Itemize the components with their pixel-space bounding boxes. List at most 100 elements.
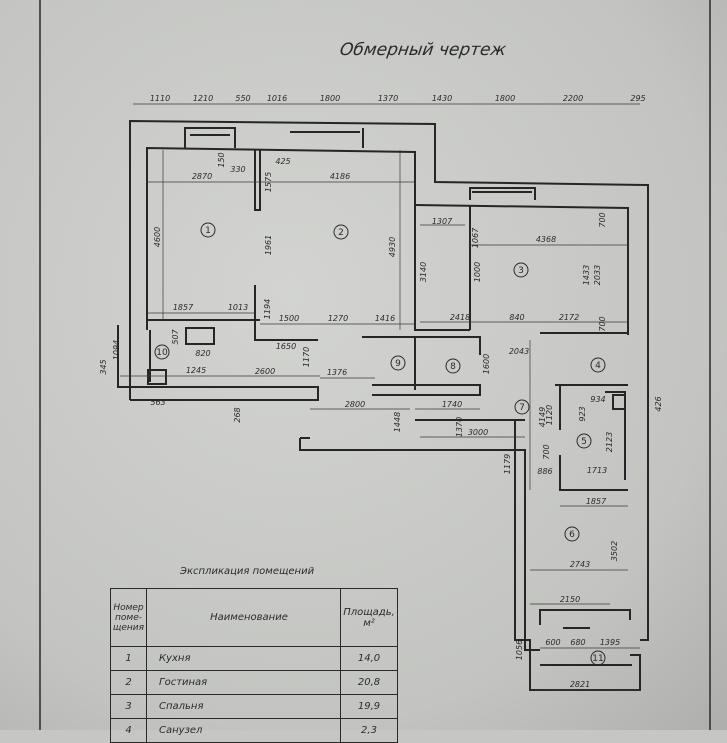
dimension-label: 2033 bbox=[593, 265, 602, 285]
cell-area: 2,3 bbox=[340, 718, 398, 743]
dimension-label: 2870 bbox=[192, 172, 212, 181]
dimension-label: 1448 bbox=[393, 412, 402, 432]
room-number-marker: 8 bbox=[445, 358, 461, 374]
explication-title: Экспликация помещений bbox=[180, 566, 315, 577]
cell-name: Гостиная bbox=[146, 670, 341, 695]
dimension-label: 700 bbox=[542, 444, 551, 459]
room-number: 9 bbox=[395, 359, 401, 369]
cell-name: Санузел bbox=[146, 718, 341, 743]
dimension-label: 1307 bbox=[432, 217, 453, 226]
dimension-label: 1170 bbox=[302, 347, 311, 367]
dimension-label: 1650 bbox=[276, 342, 296, 351]
dimension-label: 1067 bbox=[471, 227, 480, 248]
dimension-label: 2200 bbox=[563, 94, 583, 103]
room-number-marker: 11 bbox=[590, 650, 606, 666]
dimension-label: 2800 bbox=[345, 400, 365, 409]
dimension-label: 4930 bbox=[388, 237, 397, 257]
dimension-label: 923 bbox=[578, 406, 587, 421]
dimension-label: 1376 bbox=[327, 368, 347, 377]
room-circle bbox=[576, 433, 592, 449]
dimension-label: 1800 bbox=[320, 94, 340, 103]
dimension-label: 1416 bbox=[375, 314, 395, 323]
dimension-label: 1210 bbox=[193, 94, 213, 103]
room-number-marker: 3 bbox=[513, 262, 529, 278]
room-number-marker: 5 bbox=[576, 433, 592, 449]
dimension-label: 3140 bbox=[419, 262, 428, 282]
dimension-label: 700 bbox=[598, 212, 607, 227]
room-number: 6 bbox=[569, 530, 575, 540]
dimension-label: 1179 bbox=[503, 454, 512, 474]
dimension-label: 820 bbox=[195, 349, 210, 358]
room-number: 2 bbox=[338, 228, 344, 238]
dimension-label: 1430 bbox=[432, 94, 452, 103]
room-circle bbox=[333, 224, 349, 240]
dimension-label: 2600 bbox=[255, 367, 275, 376]
dimension-label: 700 bbox=[598, 316, 607, 331]
room-circle bbox=[514, 399, 530, 415]
table-row: 1 Кухня 14,0 bbox=[110, 646, 398, 671]
dimension-label: 1575 bbox=[264, 172, 273, 192]
room-number: 5 bbox=[581, 437, 587, 447]
room-number-marker: 6 bbox=[564, 526, 580, 542]
dimension-label: 1370 bbox=[455, 417, 464, 437]
dimension-label: 3502 bbox=[610, 541, 619, 561]
dimension-label: 840 bbox=[509, 313, 524, 322]
dimension-label: 1600 bbox=[482, 354, 491, 374]
dimension-label: 2821 bbox=[570, 680, 590, 689]
header-area: Площадь, м² bbox=[340, 588, 398, 647]
dimension-label: 1016 bbox=[267, 94, 287, 103]
room-number: 10 bbox=[156, 348, 168, 358]
room-number-marker: 2 bbox=[333, 224, 349, 240]
room-circle bbox=[513, 262, 529, 278]
dimension-label: 4186 bbox=[330, 172, 350, 181]
walls bbox=[117, 119, 649, 691]
room-circle bbox=[590, 357, 606, 373]
cell-area: 19,9 bbox=[340, 694, 398, 719]
dimension-label: 1110 bbox=[150, 94, 170, 103]
cell-area: 14,0 bbox=[340, 646, 398, 671]
dimension-label: 2418 bbox=[450, 313, 470, 322]
dimension-label: 507 bbox=[171, 328, 180, 344]
room-circle bbox=[564, 526, 580, 542]
dimension-label: 2743 bbox=[570, 560, 590, 569]
header-name: Наименование bbox=[146, 588, 341, 647]
dimension-label: 1800 bbox=[495, 94, 515, 103]
dimension-label: 150 bbox=[217, 152, 226, 167]
dimension-label: 330 bbox=[230, 165, 245, 174]
room-circle bbox=[390, 355, 406, 371]
dimension-label: 1094 bbox=[112, 340, 121, 360]
dimension-label: 2123 bbox=[605, 432, 614, 452]
dimension-label: 1270 bbox=[328, 314, 348, 323]
dimension-label: 2043 bbox=[509, 347, 529, 356]
dimension-label: 550 bbox=[235, 94, 250, 103]
room-number-marker: 4 bbox=[590, 357, 606, 373]
dimension-label: 1370 bbox=[378, 94, 398, 103]
dimension-label: 1740 bbox=[442, 400, 462, 409]
dimension-label: 295 bbox=[630, 94, 645, 103]
dimension-label: 1056 bbox=[515, 640, 524, 660]
dimension-label: 563 bbox=[150, 398, 165, 407]
room-number: 3 bbox=[518, 266, 524, 276]
cell-number: 3 bbox=[110, 694, 147, 719]
room-number: 4 bbox=[595, 361, 601, 371]
room-number-marker: 7 bbox=[514, 399, 530, 415]
explication-table: Номер поме-щения Наименование Площадь, м… bbox=[110, 588, 398, 743]
dimension-label: 1395 bbox=[600, 638, 620, 647]
dimension-label: 268 bbox=[233, 407, 242, 422]
dimension-label: 1713 bbox=[587, 466, 607, 475]
dimension-label: 1857 bbox=[586, 497, 607, 506]
room-circle bbox=[445, 358, 461, 374]
room-number: 1 bbox=[205, 226, 211, 236]
dimension-label: 425 bbox=[275, 157, 290, 166]
dimension-label: 426 bbox=[654, 396, 663, 411]
dimension-label: 3000 bbox=[468, 428, 488, 437]
table-row: 4 Санузел 2,3 bbox=[110, 718, 398, 743]
header-number: Номер поме-щения bbox=[110, 588, 147, 647]
dimension-label: 1857 bbox=[173, 303, 194, 312]
table-row: 3 Спальня 19,9 bbox=[110, 694, 398, 719]
room-number-marker: 10 bbox=[154, 344, 170, 360]
room-number-marker: 1 bbox=[200, 222, 216, 238]
dimension-label: 2150 bbox=[560, 595, 580, 604]
cell-number: 4 bbox=[110, 718, 147, 743]
